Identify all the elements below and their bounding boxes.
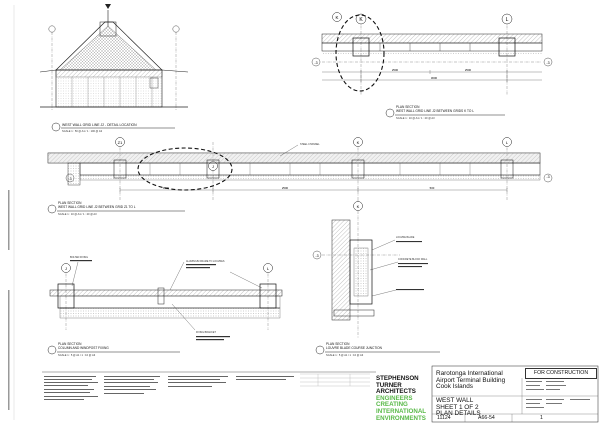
dim-k-l-2: 2500	[465, 68, 472, 72]
note-tag-mid: STEEL CHANNEL	[300, 143, 320, 146]
architect-line-7: ENVIRONMENTS	[376, 414, 426, 422]
grid-bubble-k-top: K	[359, 17, 363, 23]
note-tag-4: LOUVRE BLADE	[396, 236, 415, 239]
note-tag-5: CONCRETE BLOCK WALL	[398, 258, 428, 261]
dim-k-l-3: 3000	[431, 76, 438, 80]
project-line-2: Airport Terminal Building	[436, 376, 506, 384]
view-scale-coursing: SCALE 1 : 5 @ A1 / 1 : 10 @ A3	[326, 353, 364, 357]
title-block-frame	[431, 365, 599, 423]
project-name: Rarotonga International Airport Terminal…	[436, 370, 506, 391]
callout-bubble-k: K	[336, 15, 339, 20]
grid-bubble-minus3-e: -3	[315, 254, 318, 258]
architect-logo: STEPHENSON TURNER ARCHITECTS ENGINEERS C…	[376, 375, 427, 422]
view-scale-column: SCALE 1 : 5 @ A1 / 1 : 10 @ A3	[58, 353, 96, 357]
architect-line-2: TURNER	[376, 381, 402, 389]
view-column-windpost: J L ALUMINIUM FRAME TO LOUVRES BOLTED FI…	[47, 256, 283, 357]
view-plan-z1-to-l: Z1 J K L -3 -3	[47, 137, 553, 216]
grid-bubble-z1: Z1	[118, 140, 123, 145]
project-line-3: Cook Islands	[436, 383, 473, 391]
dim-k-l: 500	[430, 186, 435, 190]
view-scale-elevation: SCALE 1 : 50 @ A1 / 1 : 100 @ A3	[62, 129, 103, 133]
project-line-1: Rarotonga International	[436, 370, 503, 377]
note-tag-3: FIXING BRACKET	[196, 331, 216, 334]
view-scale-plan-k: SCALE 1 : 10 @ A1 / 1 : 20 @ A3	[396, 116, 435, 120]
grid-bubble-minus3-b: -3	[546, 61, 549, 65]
note-tag-1: ALUMINIUM FRAME TO LOUVRES	[186, 260, 225, 263]
status-stamp: FOR CONSTRUCTION	[525, 368, 597, 379]
grid-bubble-k-low: K	[357, 204, 360, 209]
grid-bubble-k-mid: K	[357, 140, 360, 145]
architect-line-1: STEPHENSON	[376, 375, 419, 382]
view-title-elevation: WEST WALL GRID LINE J2 - DETAIL LOCATION	[62, 123, 137, 127]
grid-bubble-j-low: J	[65, 266, 67, 271]
architect-line-6: INTERNATIONAL	[376, 407, 427, 415]
architect-line-3: ARCHITECTS	[376, 388, 416, 396]
grid-bubble-minus3-d: -3	[546, 175, 549, 179]
drawing-number: A66-54	[478, 415, 495, 421]
grid-bubble-l-top: L	[506, 17, 509, 23]
sheet-title-line-3: PLAN DETAILS	[436, 410, 481, 418]
architect-line-5: CREATING	[376, 401, 408, 409]
sheet-title: WEST WALL SHEET 1 OF 2 PLAN DETAILS	[436, 397, 481, 418]
dim-k-l-1: 2500	[392, 68, 399, 72]
job-number: 11124	[437, 415, 451, 421]
sheet-title-line-1: WEST WALL	[436, 397, 474, 404]
grid-bubble-l-low: L	[267, 266, 270, 271]
grid-bubble-l-mid: L	[506, 140, 509, 145]
revision-number: 1	[540, 415, 543, 421]
grid-bubble-j-mid: J	[212, 164, 214, 169]
general-notes	[42, 371, 376, 400]
dim-j-k: 2500	[282, 186, 289, 190]
architect-line-4: ENGINEERS	[376, 394, 413, 402]
note-tag-2: BOLTED FIXING	[70, 256, 88, 259]
view-west-wall-elevation: WEST WALL GRID LINE J2 - DETAIL LOCATION…	[39, 4, 189, 133]
grid-bubble-minus3-a: -3	[314, 61, 317, 65]
side-margin-notes	[8, 5, 15, 420]
sheet-title-line-2: SHEET 1 OF 2	[436, 403, 479, 411]
view-louvre-coursing: K -3 LOUVRE BLADE CONCRETE BLOCK WALL PL…	[312, 200, 440, 357]
view-scale-plan-z1: SCALE 1 : 10 @ A1 / 1 : 20 @ A3	[58, 212, 97, 216]
view-plan-k-to-l: K L -3 -3 2500 2500 3000 K	[311, 12, 553, 120]
